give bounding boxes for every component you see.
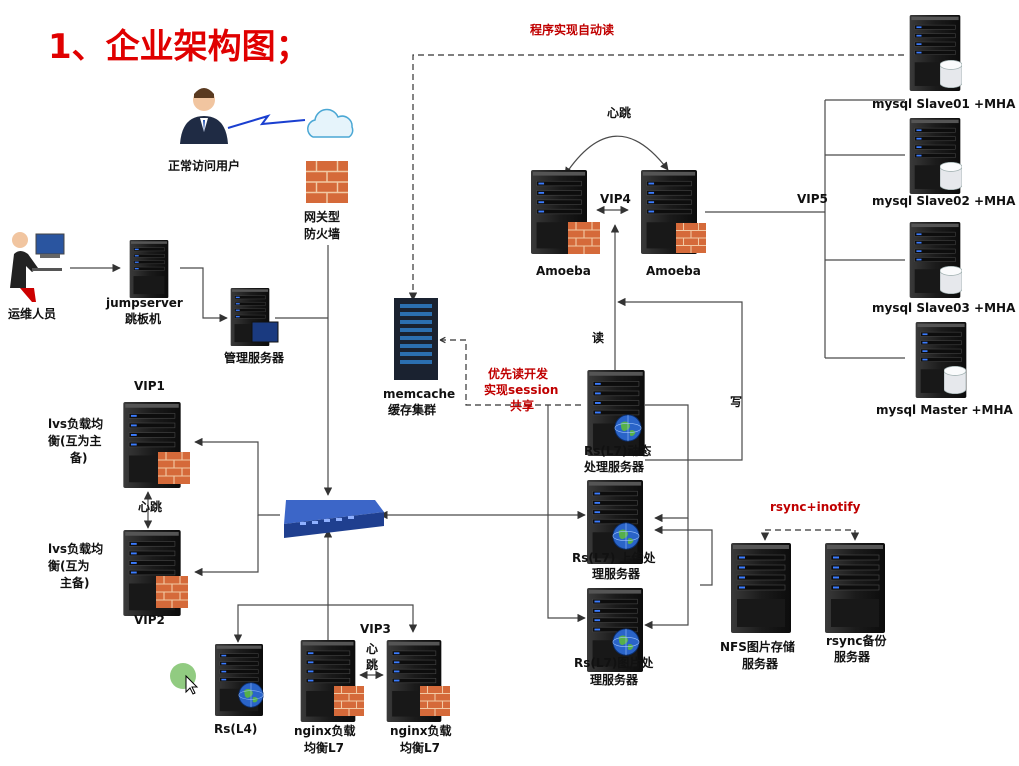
firewall-icon xyxy=(568,222,600,254)
label-nginx2-1: nginx负载 xyxy=(390,723,452,738)
label-read: 读 xyxy=(592,330,604,345)
firewall-icon xyxy=(676,222,706,254)
person-icon xyxy=(180,88,228,144)
label-session-1: 优先读开发 xyxy=(488,366,549,381)
label-amoeba-1: Amoeba xyxy=(536,264,591,278)
label-nginx1-1: nginx负载 xyxy=(294,723,356,738)
label-nginx2-2: 均衡L7 xyxy=(400,740,440,755)
label-memcache-2: 缓存集群 xyxy=(388,402,436,417)
label-vip2: VIP2 xyxy=(134,613,165,627)
label-rs-img-1: Rs(L7)图片处 xyxy=(574,655,654,670)
switch-icon xyxy=(284,500,384,538)
label-slave03: mysql Slave03 +MHA xyxy=(872,301,1016,315)
person-icon xyxy=(10,232,65,302)
connectors xyxy=(70,54,905,680)
label-session-3: 共享 xyxy=(510,398,534,413)
globe-icon xyxy=(614,414,642,442)
firewall-icon xyxy=(306,160,348,204)
label-nfs-1: NFS图片存储 xyxy=(720,639,795,654)
database-icon xyxy=(944,366,966,394)
label-lvs1-1: lvs负载均 xyxy=(48,416,103,431)
firewall-icon xyxy=(334,686,364,716)
label-firewall-2: 防火墙 xyxy=(304,226,340,241)
server-icon xyxy=(730,543,792,633)
label-firewall-1: 网关型 xyxy=(304,209,340,224)
label-slave02: mysql Slave02 +MHA xyxy=(872,194,1016,208)
label-rsync-bak-1: rsync备份 xyxy=(826,633,888,648)
cloud-icon xyxy=(307,108,354,138)
labels: 正常访问用户 网关型 防火墙 运维人员 jumpserver 跳板机 管理服务器… xyxy=(8,22,1016,755)
label-vip3: VIP3 xyxy=(360,622,391,636)
label-session-2: 实现session xyxy=(484,382,558,397)
label-amoeba-2: Amoeba xyxy=(646,264,701,278)
label-jumpserver-2: 跳板机 xyxy=(125,311,161,326)
label-ops: 运维人员 xyxy=(8,306,56,321)
label-nginx-hb-2: 跳 xyxy=(366,657,378,672)
label-jumpserver-1: jumpserver xyxy=(105,296,183,310)
label-rs-dyn-1: Rs(L7)动态 xyxy=(584,443,651,458)
database-icon xyxy=(940,266,962,294)
label-lvs2-2: 衡(互为 xyxy=(48,558,90,573)
label-vip5: VIP5 xyxy=(797,192,828,206)
label-rsync: rsync+inotify xyxy=(770,500,861,514)
globe-icon xyxy=(612,522,640,550)
label-nfs-2: 服务器 xyxy=(742,656,779,671)
firewall-icon xyxy=(420,686,450,716)
label-lvs1-3: 备) xyxy=(69,450,88,465)
firewall-icon xyxy=(158,452,190,484)
label-rs-dyn-2: 处理服务器 xyxy=(583,459,645,474)
cursor-icon xyxy=(170,663,199,695)
label-rs-img-2: 理服务器 xyxy=(590,672,639,687)
label-lvs2-1: lvs负载均 xyxy=(48,541,103,556)
label-nginx-hb-1: 心 xyxy=(366,642,378,656)
label-lvs-heartbeat: 心跳 xyxy=(138,499,162,514)
firewall-icon xyxy=(156,576,188,608)
monitor-icon xyxy=(251,321,279,343)
label-write: 写 xyxy=(730,395,742,409)
label-rs-l4: Rs(L4) xyxy=(214,722,257,736)
globe-icon xyxy=(238,682,264,708)
server-icon xyxy=(129,240,169,298)
page-title: 1、企业架构图； xyxy=(48,27,310,67)
server-icon xyxy=(394,298,438,380)
label-rs-up-1: Rs(L7) 上传处 xyxy=(572,550,657,565)
label-heartbeat: 心跳 xyxy=(607,105,631,120)
label-mgmt: 管理服务器 xyxy=(224,350,285,365)
globe-icon xyxy=(612,628,640,656)
label-rs-up-2: 理服务器 xyxy=(592,566,641,581)
label-vip4: VIP4 xyxy=(600,192,631,206)
label-lvs1-2: 衡(互为主 xyxy=(48,433,102,448)
label-prog-read: 程序实现自动读 xyxy=(530,22,614,37)
label-slave01: mysql Slave01 +MHA xyxy=(872,97,1016,111)
label-user: 正常访问用户 xyxy=(168,158,240,173)
database-icon xyxy=(940,60,962,88)
label-lvs2-3: 主备) xyxy=(60,575,90,590)
database-icon xyxy=(940,162,962,190)
label-memcache-1: memcache xyxy=(383,387,455,401)
label-nginx1-2: 均衡L7 xyxy=(304,740,344,755)
label-master: mysql Master +MHA xyxy=(876,403,1014,417)
label-rsync-bak-2: 服务器 xyxy=(834,649,871,664)
label-vip1: VIP1 xyxy=(134,379,165,393)
server-icon xyxy=(824,543,886,633)
